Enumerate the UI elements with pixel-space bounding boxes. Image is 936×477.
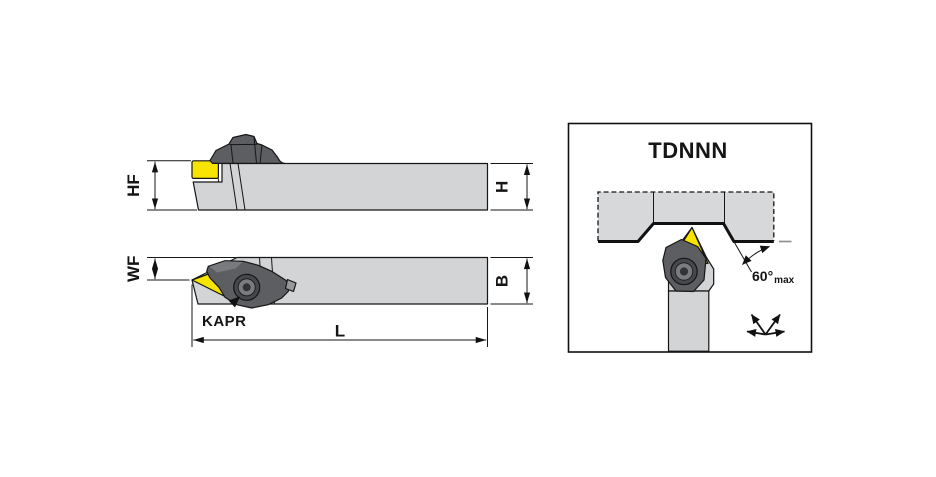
feed-arrow-left [746,328,766,337]
plan-view-clamp-facet [209,261,243,273]
h-label: H [493,181,512,193]
feed-arrow-up-left [750,313,767,336]
side-view-body [192,162,489,211]
side-view-pocket-line [237,163,246,211]
clamp-screw-inner [242,283,251,292]
kapr-arrowhead [228,296,240,308]
b-label: B [493,275,512,287]
hf-dimension: HF [124,160,197,211]
workpiece-dashed-outline [597,191,775,241]
angle-label: 60°max [752,268,795,286]
plan-view: KAPR WF B L [124,256,533,347]
workpiece-fill [598,192,774,242]
angle-arc-arrow [742,245,770,265]
angle-annotation: 60°max [742,245,795,286]
kapr-label: KAPR [202,313,247,330]
side-view-pocket-line [229,163,238,211]
side-view-clamp [209,133,286,164]
feed-directions-icon [746,313,786,337]
plan-view-clamp-tab [284,278,297,293]
side-view-clamp-facet-line [230,144,234,164]
l-label: L [335,322,345,341]
feed-arrow-up-right [764,313,781,336]
detail-tool [662,226,715,352]
hf-label: HF [124,174,143,197]
h-dimension: H [490,163,533,211]
detail-box-title: TDNNN [648,138,728,163]
side-view: HF H [124,133,533,211]
wf-label: WF [124,256,143,282]
angle-suffix: max [774,275,794,286]
angle-reference-slant-line [727,230,752,273]
detail-box: TDNNN 60°max [567,122,813,353]
side-view-clamp-facet-line [253,136,257,164]
machined-profile-line [598,222,774,243]
kapr-callout: KAPR [202,296,247,330]
b-dimension: B [490,257,533,305]
workpiece [597,191,792,273]
wf-dimension: WF [124,256,236,282]
side-view-insert [191,160,219,180]
detail-screw-inner [679,267,689,276]
side-view-clamp-facet-line [259,144,263,164]
feed-arrow-right [765,328,786,337]
l-dimension: L [191,284,488,347]
detail-tool-shank [667,290,710,352]
angle-value: 60° [752,268,773,284]
